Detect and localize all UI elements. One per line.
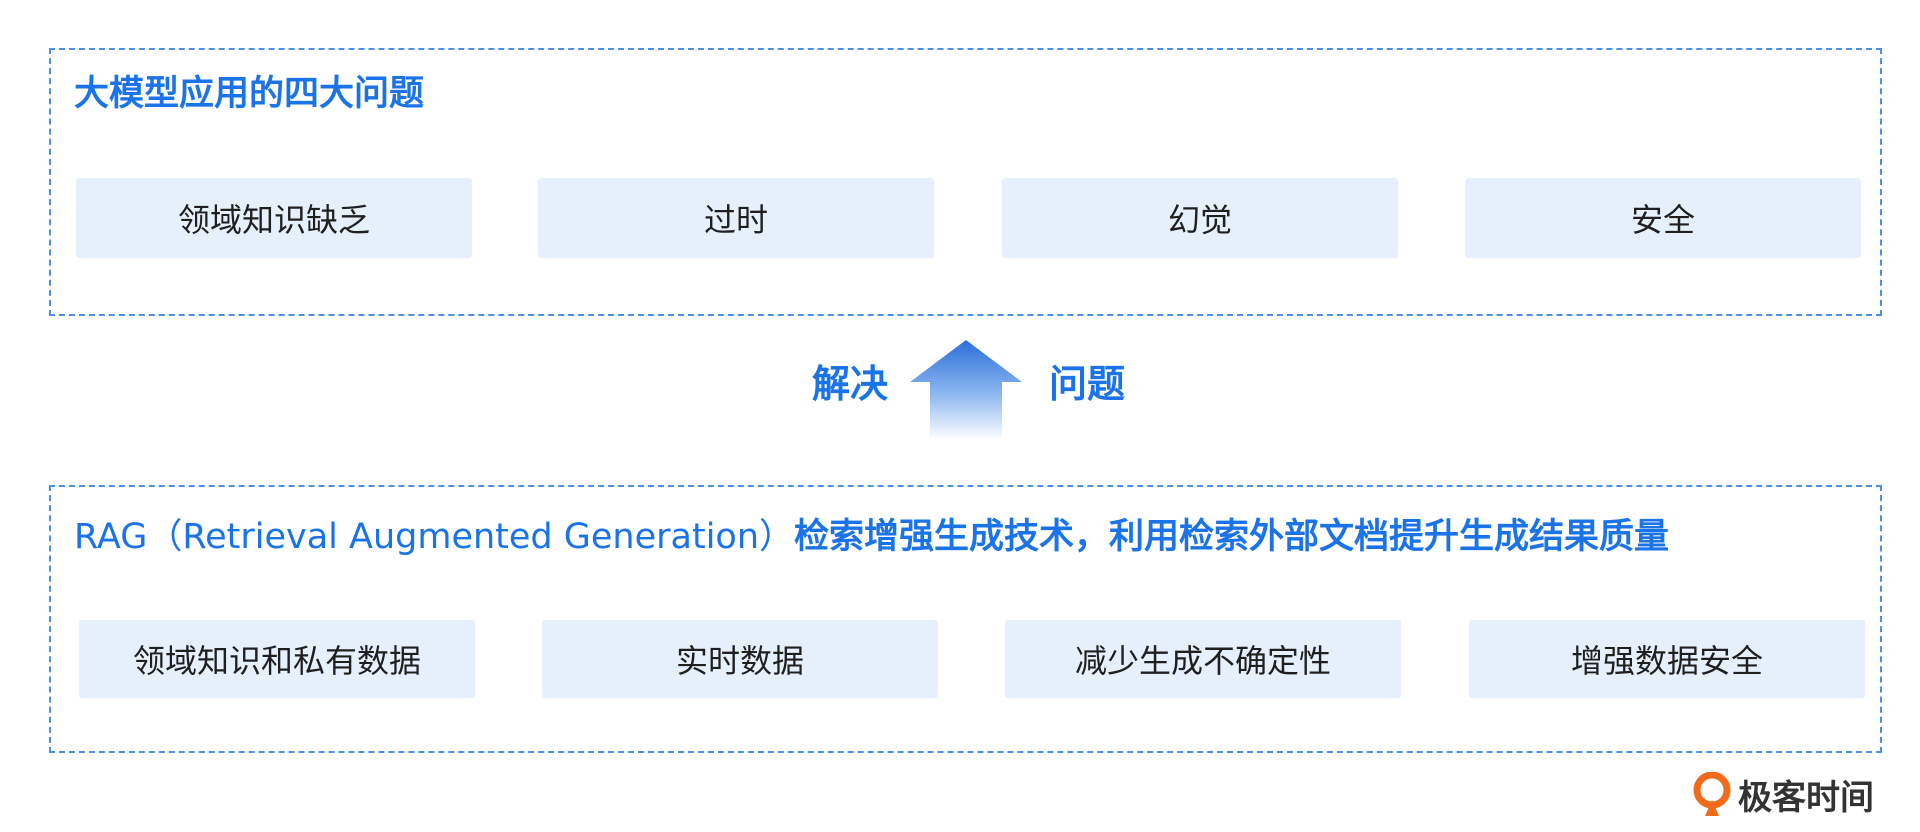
connector-right-label: 问题 <box>1049 362 1126 406</box>
solution-title: RAG（Retrieval Augmented Generation）检索增强生… <box>74 520 1669 555</box>
problems-title: 大模型应用的四大问题 <box>74 74 425 114</box>
geektime-logo: 极客时间 <box>1692 770 1874 819</box>
solution-box-data-security: 增强数据安全 <box>1469 620 1865 698</box>
solution-title-en: RAG（Retrieval Augmented Generation） <box>74 517 795 557</box>
problem-box-security: 安全 <box>1465 178 1861 258</box>
solution-box-private-data: 领域知识和私有数据 <box>79 620 475 698</box>
problems-panel: 大模型应用的四大问题 领域知识缺乏 过时 幻觉 安全 <box>49 48 1882 316</box>
problem-box-hallucination: 幻觉 <box>1002 178 1398 258</box>
solution-box-reduce-uncertainty: 减少生成不确定性 <box>1005 620 1401 698</box>
solution-panel: RAG（Retrieval Augmented Generation）检索增强生… <box>49 485 1882 753</box>
solution-title-zh: 检索增强生成技术，利用检索外部文档提升生成结果质量 <box>794 517 1670 557</box>
up-arrow-icon <box>910 340 1022 440</box>
problem-box-outdated: 过时 <box>538 178 934 258</box>
solution-box-realtime-data: 实时数据 <box>542 620 938 698</box>
geektime-logo-text: 极客时间 <box>1738 778 1874 818</box>
geektime-logo-icon <box>1693 771 1731 816</box>
connector-left-label: 解决 <box>812 362 889 406</box>
problem-box-domain-knowledge: 领域知识缺乏 <box>76 178 472 258</box>
